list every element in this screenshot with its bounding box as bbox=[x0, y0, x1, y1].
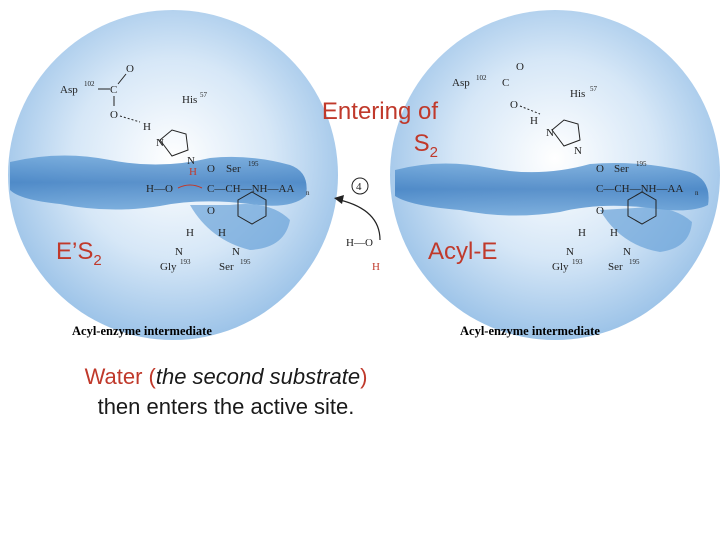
right-his-label: His bbox=[570, 88, 585, 100]
left-ho: H—O bbox=[146, 183, 173, 195]
right-o-bottom: O bbox=[596, 205, 604, 217]
right-n-ser2: N bbox=[623, 246, 631, 258]
step-number: 4 bbox=[356, 181, 362, 193]
note-post: ) bbox=[360, 364, 368, 389]
left-state-sub: 2 bbox=[93, 251, 102, 269]
right-hbond-1 bbox=[519, 105, 541, 115]
title-s: S bbox=[413, 130, 430, 157]
left-gly-label: Gly bbox=[160, 261, 177, 273]
water-ho: H—O bbox=[346, 237, 373, 249]
right-asp-label: Asp bbox=[452, 77, 470, 89]
left-binding-band bbox=[10, 155, 307, 210]
right-ser-number: 195 bbox=[636, 160, 647, 168]
right-ser2-label: Ser bbox=[608, 261, 623, 273]
right-enzyme-sphere bbox=[390, 10, 720, 340]
left-chain: C—CH—NH—AA bbox=[207, 183, 294, 195]
left-asp-o2: O bbox=[110, 109, 118, 121]
left-pocket bbox=[190, 204, 290, 250]
left-asp-label: Asp bbox=[60, 84, 78, 96]
step-circle bbox=[351, 177, 369, 195]
note-line-1: Water (the second substrate) bbox=[36, 362, 416, 392]
right-n-1: N bbox=[546, 127, 554, 139]
step-indicator: 4 H—O H bbox=[334, 177, 381, 273]
left-gly-number: 193 bbox=[180, 258, 191, 266]
note-line-2: then enters the active site. bbox=[97, 394, 355, 419]
left-h-ser2: H bbox=[218, 227, 226, 239]
title-line-1: Entering of bbox=[321, 98, 438, 125]
slide-title: Entering of S2 bbox=[296, 96, 438, 169]
left-asp-o1: O bbox=[126, 63, 134, 75]
left-ser-label: Ser bbox=[226, 163, 241, 175]
right-h-gly: H bbox=[578, 227, 586, 239]
left-o-bottom: O bbox=[207, 205, 215, 217]
title-sub: 2 bbox=[429, 143, 438, 161]
right-asp-o2: O bbox=[510, 99, 518, 111]
left-chemistry: Asp 102 C O O H His 57 N N H H—O O Ser 1… bbox=[60, 63, 310, 273]
title-line-2: S2 bbox=[296, 128, 438, 169]
right-asp-o1: O bbox=[516, 61, 524, 73]
right-pocket bbox=[600, 207, 692, 252]
step-arrow bbox=[339, 199, 381, 241]
right-ser-label: Ser bbox=[614, 163, 629, 175]
left-imidazole bbox=[159, 129, 189, 157]
left-h-gly: H bbox=[186, 227, 194, 239]
right-chain-sub: n bbox=[695, 189, 699, 197]
right-phenyl-ring bbox=[627, 191, 657, 225]
left-his-number: 57 bbox=[200, 91, 208, 99]
left-n-gly: N bbox=[175, 246, 183, 258]
right-caption: Acyl-enzyme intermediate bbox=[460, 324, 600, 338]
right-ser2-number: 195 bbox=[629, 258, 640, 266]
left-enzyme-sphere bbox=[8, 10, 338, 340]
left-attack-arrow bbox=[177, 184, 203, 189]
right-h-1: H bbox=[530, 115, 538, 127]
right-state-label: Acyl-E bbox=[428, 238, 498, 265]
left-n-2: N bbox=[187, 155, 195, 167]
right-n-2: N bbox=[574, 145, 582, 157]
right-chemistry: Asp 102 C O O H His 57 N N O Ser 195 C—C… bbox=[452, 61, 699, 273]
left-asp-number: 102 bbox=[84, 80, 95, 88]
right-asp-number: 102 bbox=[476, 74, 487, 82]
left-caption: Acyl-enzyme intermediate bbox=[72, 324, 212, 338]
right-asp-c: C bbox=[502, 77, 509, 89]
left-ser2-label: Ser bbox=[219, 261, 234, 273]
right-imidazole bbox=[551, 119, 581, 147]
right-gly-label: Gly bbox=[552, 261, 569, 273]
left-state-label: E’S2 bbox=[56, 238, 102, 269]
left-n-ser2: N bbox=[232, 246, 240, 258]
right-n-gly: N bbox=[566, 246, 574, 258]
left-o-top: O bbox=[207, 163, 215, 175]
left-state-main: E’S bbox=[56, 238, 94, 265]
left-phenyl-ring bbox=[237, 191, 267, 225]
note-pre: Water ( bbox=[84, 364, 156, 389]
right-gly-number: 193 bbox=[572, 258, 583, 266]
right-h-ser2: H bbox=[610, 227, 618, 239]
step-arrow-head bbox=[334, 195, 344, 204]
left-chain-sub: n bbox=[306, 189, 310, 197]
note-italic: the second substrate bbox=[155, 364, 361, 389]
left-n-1: N bbox=[156, 137, 164, 149]
left-asp-c: C bbox=[110, 84, 117, 96]
left-ser-number: 195 bbox=[248, 160, 259, 168]
left-h-1: H bbox=[143, 121, 151, 133]
right-binding-band bbox=[395, 163, 709, 216]
left-his-label: His bbox=[182, 94, 197, 106]
right-o-top: O bbox=[596, 163, 604, 175]
explanatory-note: Water (the second substrate) then enters… bbox=[36, 362, 416, 422]
left-hbond-1 bbox=[119, 115, 141, 123]
water-h: H bbox=[372, 261, 380, 273]
left-red-h: H bbox=[189, 166, 197, 178]
left-co-bond bbox=[117, 73, 127, 85]
right-his-number: 57 bbox=[590, 85, 598, 93]
right-chain: C—CH—NH—AA bbox=[596, 183, 683, 195]
left-ser2-number: 195 bbox=[240, 258, 251, 266]
